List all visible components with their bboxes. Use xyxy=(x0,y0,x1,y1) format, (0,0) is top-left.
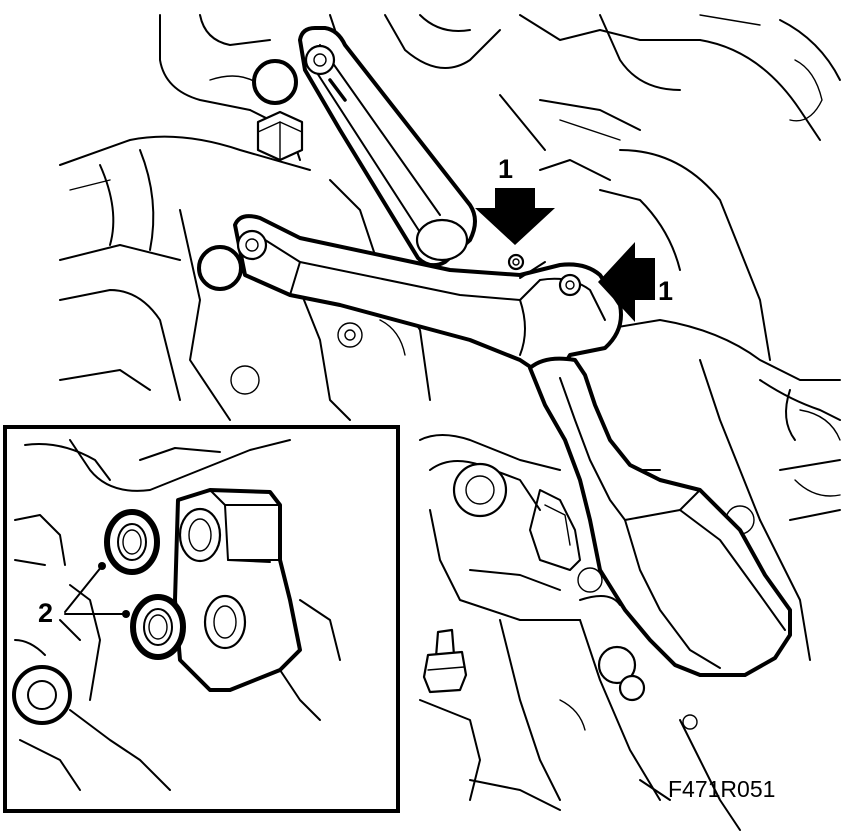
arrow-top-pointer xyxy=(475,188,555,245)
callout-inset-seals: 2 xyxy=(38,598,53,628)
pivot-ball-lower xyxy=(197,245,243,291)
inset-bracket xyxy=(173,488,341,721)
bolt-head xyxy=(256,110,304,162)
bearing-boss xyxy=(452,462,508,518)
inset-bearing-left xyxy=(12,665,72,725)
lever-handle xyxy=(528,356,792,677)
callout-arrow-right: 1 xyxy=(658,276,673,306)
arrow-right-pointer xyxy=(598,242,655,322)
callout-leaders xyxy=(64,562,130,618)
callout-arrow-top: 1 xyxy=(498,154,513,184)
inset-detail-panel: 2 xyxy=(3,425,400,813)
upper-shift-lever-arm xyxy=(298,26,477,268)
stud-bolt xyxy=(422,628,468,694)
oil-seal-upper xyxy=(104,509,160,575)
pivot-ball-upper xyxy=(252,59,298,105)
figure-id-label: F471R051 xyxy=(668,776,775,802)
oil-seal-lower xyxy=(130,594,186,660)
